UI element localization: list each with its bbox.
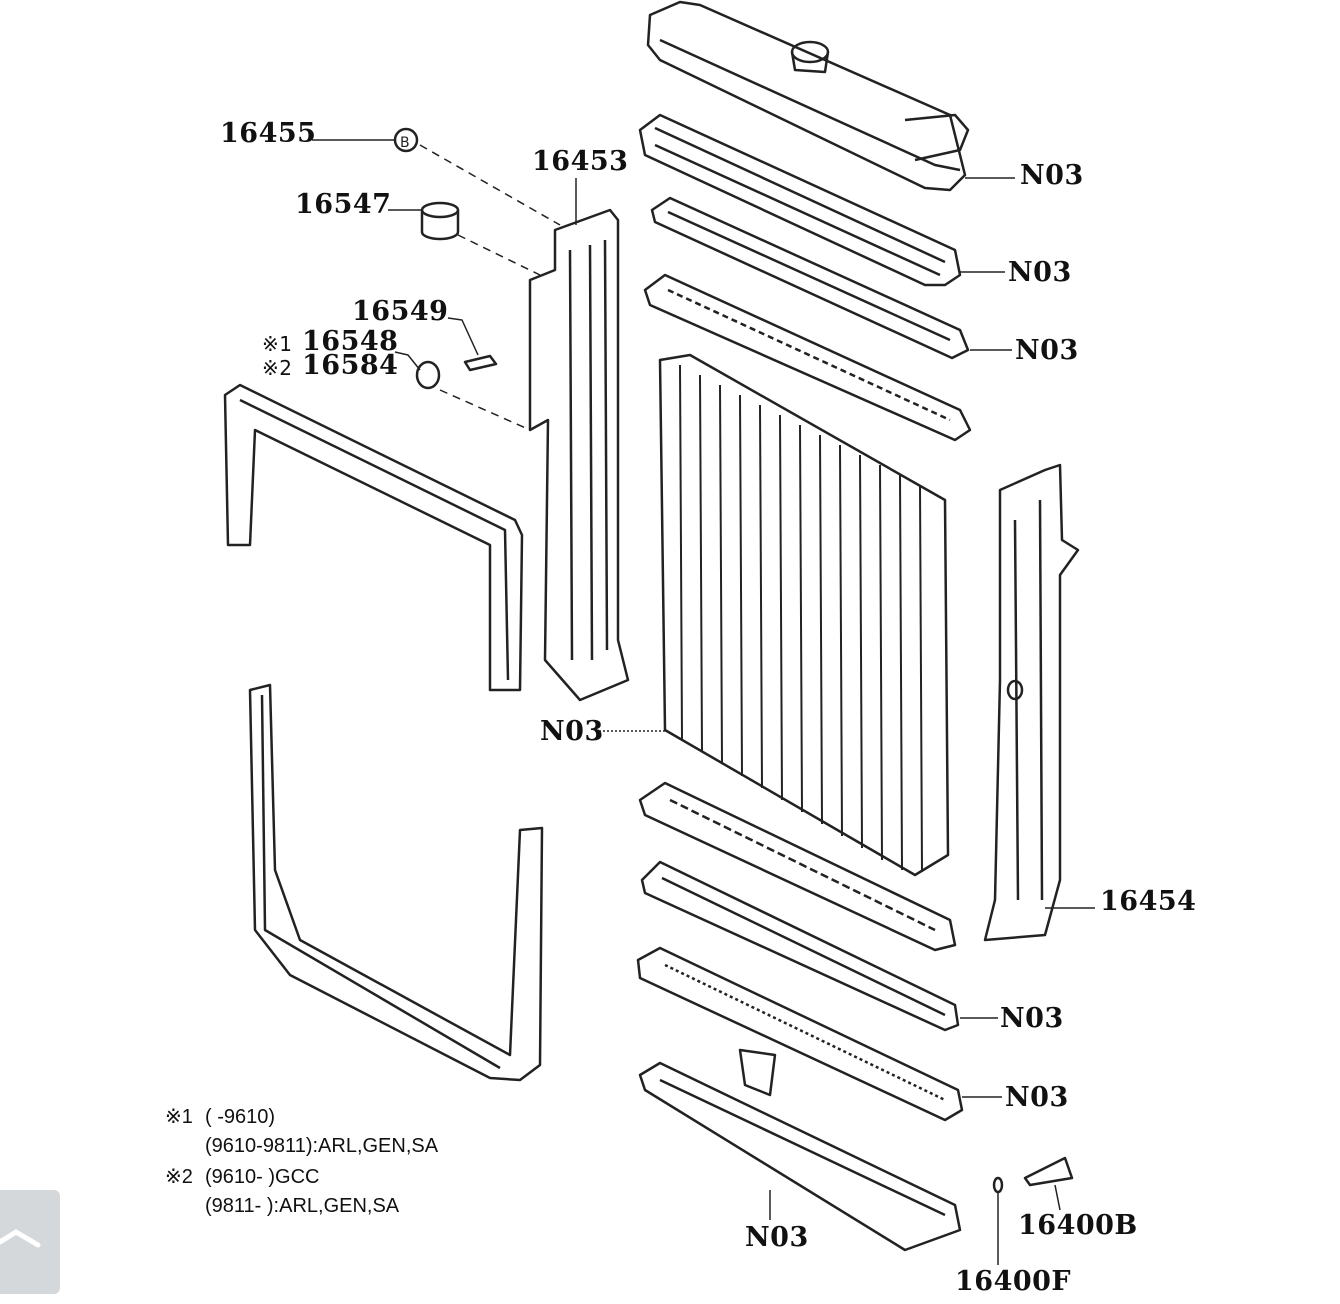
footnote-1-line1: ( -9610) [205,1106,276,1128]
part-label-n03: N03 [1015,335,1079,366]
part-label-n03: N03 [540,716,604,747]
part-label-16584: 16584 [302,350,399,381]
part-label-16549: 16549 [352,296,449,327]
footnote-1-mark: ※1 [165,1106,193,1128]
part-label-n03: N03 [1008,257,1072,288]
o-ring-16400f [992,1176,1004,1194]
drain-cock-16400b [1023,1156,1074,1187]
part-label-16455: 16455 [220,118,317,149]
upper-core-plate [638,113,962,287]
footnote-2-line1: (9610- )GCC [205,1166,320,1188]
scroll-to-top-button[interactable] [0,1190,60,1294]
part-label-16454: 16454 [1100,886,1197,917]
lower-core-plate [636,946,964,1122]
footnote-2-mark: ※2 [165,1166,193,1188]
footnote-2-line2: (9811- ):ARL,GEN,SA [205,1195,400,1217]
part-label-16547: 16547 [295,189,392,220]
footnote-1-line2: (9610-9811):ARL,GEN,SA [205,1135,439,1157]
part-label-n03: N03 [1005,1082,1069,1113]
lower-gasket [640,860,960,1032]
lower-tube-plate [638,781,957,952]
upper-tube-plate [643,273,972,442]
part-label-16400b: 16400B [1018,1210,1138,1241]
radiator-upper-tank [646,0,970,192]
dashed-assembly-lines [419,144,561,431]
part-label-n03: N03 [1020,160,1084,191]
cushion-16547 [420,201,460,241]
part-label-16453: 16453 [532,146,629,177]
leader-lines [312,139,1095,1265]
part-label-n03: N03 [745,1222,809,1253]
radiator-core [658,353,950,877]
bolt-16549 [463,354,498,372]
part-label-16400f: 16400F [955,1266,1072,1297]
lower-seal [248,683,544,1082]
radiator-lower-tank [638,1048,962,1252]
chevron-up-icon [0,1229,41,1248]
radiator-support-left [528,208,630,702]
upper-seal [223,383,524,692]
footnote-mark-1: ※1 [262,332,293,356]
upper-gasket [650,196,970,360]
part-label-16548: 16548 [302,326,399,357]
footnote-mark-2: ※2 [262,356,293,380]
cushion-16548 [415,360,441,390]
radiator-support-right [983,463,1080,942]
bolt-marker-label: B [400,135,410,151]
part-label-n03: N03 [1000,1003,1064,1034]
